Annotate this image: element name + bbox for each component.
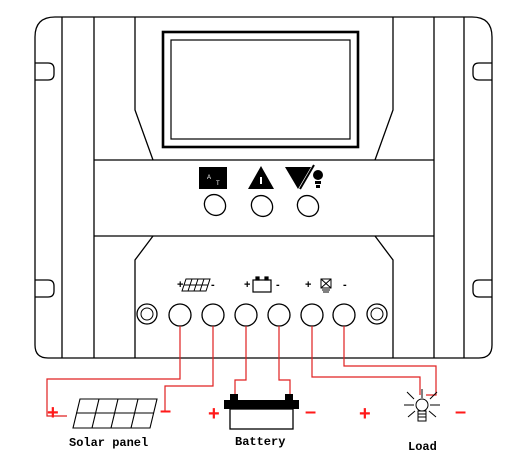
battery-label: Battery (235, 435, 286, 449)
svg-text:T: T (216, 181, 220, 187)
load-label: Load (408, 440, 437, 454)
mount-slot-top-right (472, 62, 492, 81)
load-plus-sign-legend: + (359, 403, 371, 425)
up-button[interactable] (247, 191, 277, 220)
right-screw (366, 303, 388, 325)
solar-plus-sign: + (177, 279, 184, 291)
menu-icon: A T (199, 167, 227, 189)
solar-minus-wire (164, 326, 214, 411)
lamp-icon (320, 278, 332, 293)
solar-panel-plus-sign: + (47, 402, 59, 424)
load-minus-wire (343, 326, 437, 396)
solar-panel-symbol (72, 398, 158, 429)
load-minus-sign: - (343, 279, 347, 291)
mount-slot-bottom-left (35, 279, 55, 298)
battery-minus-wire (278, 326, 291, 400)
battery-minus-terminal[interactable] (267, 303, 291, 327)
battery-plus-terminal[interactable] (234, 303, 258, 327)
mount-slot-top-left (35, 62, 55, 81)
solar-minus-terminal[interactable] (201, 303, 225, 327)
solar-plus-wire (46, 326, 181, 417)
down-lamp-icon (285, 164, 323, 190)
battery-symbol (224, 394, 299, 430)
solar-panel-minus-sign: – (160, 400, 172, 422)
battery-icon (252, 276, 272, 293)
menu-button[interactable] (200, 190, 230, 219)
solar-minus-sign: - (211, 279, 215, 291)
left-screw (136, 303, 158, 325)
load-lamp-symbol (404, 389, 440, 422)
battery-plus-sign-legend: + (208, 403, 220, 425)
battery-minus-sign-legend: – (305, 401, 317, 423)
battery-plus-wire (234, 326, 247, 400)
load-minus-terminal[interactable] (332, 303, 356, 327)
lcd-screen (161, 30, 360, 149)
battery-plus-sign: + (244, 279, 251, 291)
solar-panel-label: Solar panel (69, 436, 149, 450)
load-plus-wire (311, 326, 421, 395)
wiring (46, 326, 437, 417)
solar-plus-terminal[interactable] (168, 303, 192, 327)
solar-panel-icon (181, 278, 211, 292)
svg-text:A: A (207, 175, 211, 181)
down-button[interactable] (293, 191, 323, 220)
load-plus-sign: + (305, 279, 312, 291)
load-plus-terminal[interactable] (300, 303, 324, 327)
load-minus-sign-legend: – (455, 401, 467, 423)
battery-minus-sign: - (276, 279, 280, 291)
up-arrow-icon (248, 166, 274, 189)
mount-slot-bottom-right (472, 279, 492, 298)
controller-housing (34, 16, 493, 359)
